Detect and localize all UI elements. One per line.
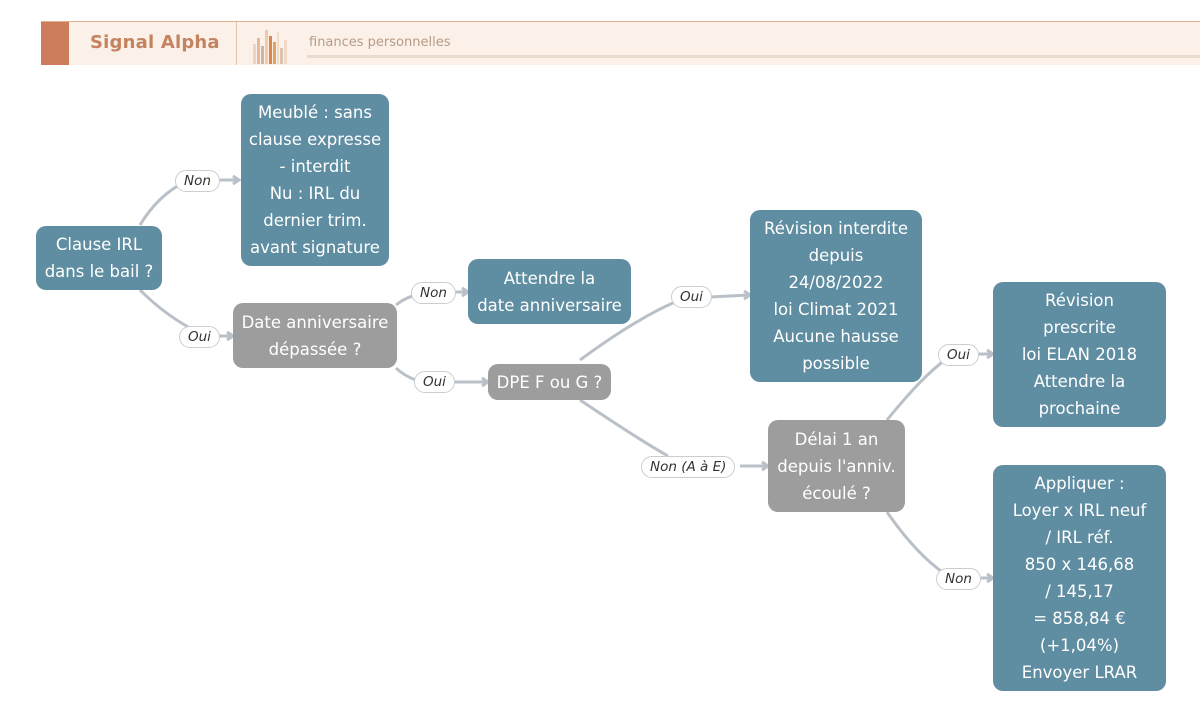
edge-clause-oui (138, 288, 191, 330)
edge-label-clause-non: Non (175, 170, 220, 192)
edge-label-dpe-non: Non (A à E) (641, 456, 736, 478)
node-date-anniversaire[interactable]: Date anniversaire dépassée ? (233, 303, 397, 368)
node-dpe[interactable]: DPE F ou G ? (488, 364, 611, 400)
edge-delai-oui (885, 358, 946, 421)
edge-delai-non (885, 511, 946, 576)
tagline-rule (307, 55, 1200, 58)
node-revision-prescrite[interactable]: Révision prescrite loi ELAN 2018 Attendr… (993, 282, 1166, 427)
tagline: finances personnelles (309, 35, 451, 50)
header-divider (236, 22, 237, 65)
edge-dpe-non (579, 398, 669, 458)
bar-chart-logo-icon (253, 30, 287, 64)
node-attendre-date[interactable]: Attendre la date anniversaire (468, 259, 631, 324)
edge-label-clause-oui: Oui (179, 326, 220, 348)
edge-label-date-non: Non (411, 282, 456, 304)
edge-dpe-oui-to-revision (709, 293, 750, 299)
edge-label-delai-non: Non (936, 568, 981, 590)
edge-dpe-oui (579, 300, 676, 362)
node-meuble-nu[interactable]: Meublé : sans clause expresse - interdit… (241, 94, 389, 266)
node-appliquer[interactable]: Appliquer : Loyer x IRL neuf / IRL réf. … (993, 465, 1166, 691)
edge-label-date-oui: Oui (414, 371, 455, 393)
edge-label-dpe-oui: Oui (671, 286, 712, 308)
header-banner: Signal Alpha finances personnelles (41, 21, 1200, 65)
node-revision-interdite[interactable]: Révision interdite depuis 24/08/2022 loi… (750, 210, 922, 382)
brand-color-block (41, 22, 69, 65)
node-delai-1-an[interactable]: Délai 1 an depuis l'anniv. écoulé ? (768, 420, 905, 512)
brand-title[interactable]: Signal Alpha (90, 32, 220, 53)
edge-label-delai-oui: Oui (938, 344, 979, 366)
node-clause-irl[interactable]: Clause IRL dans le bail ? (36, 226, 162, 290)
